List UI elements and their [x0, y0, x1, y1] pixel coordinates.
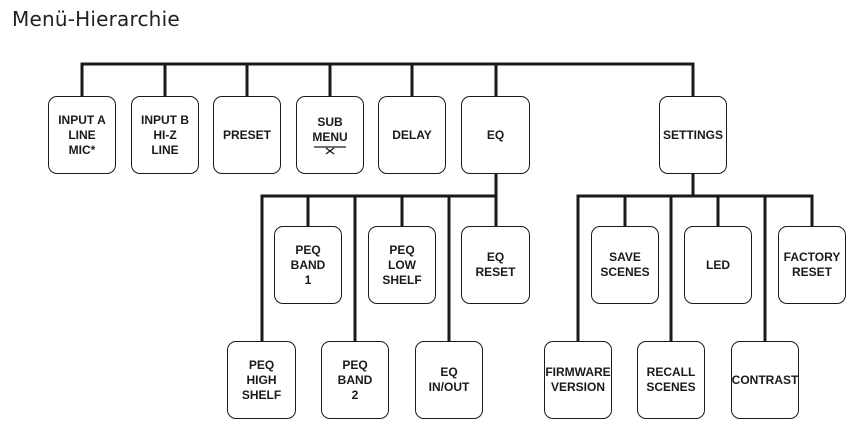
node-label-line: FACTORY [783, 250, 841, 264]
node-label-line: EQ [486, 127, 505, 142]
node-label-line: LINE [68, 127, 96, 142]
menu-node-input-a[interactable]: INPUT A LINE MIC* [48, 96, 116, 174]
menu-node-input-b[interactable]: INPUT B HI-Z LINE [131, 96, 199, 174]
page-title: Menü-Hierarchie [12, 7, 180, 31]
node-label-line: DELAY [392, 127, 432, 142]
node-label-line: RESET [791, 265, 832, 279]
node-label-line: VERSION [550, 380, 605, 394]
node-label-line: SHELF [241, 387, 282, 402]
menu-node-eq[interactable]: EQ [461, 96, 530, 174]
menu-node-contrast[interactable]: CONTRAST [731, 341, 799, 419]
node-label-line: SETTINGS [662, 127, 723, 142]
node-label-line: BAND [337, 372, 373, 387]
node-label-line: SUB [317, 115, 343, 129]
node-label-line: CONTRAST [731, 372, 799, 387]
node-label-line: SCENES [600, 265, 650, 279]
menu-node-eq-reset[interactable]: EQ RESET [461, 226, 530, 304]
menu-node-sub-menu[interactable]: SUB MENU [296, 96, 364, 174]
node-label-line: HI-Z [153, 127, 177, 142]
menu-node-peq-band-1[interactable]: PEQ BAND 1 [274, 226, 342, 304]
node-label-line: PEQ [389, 242, 415, 257]
node-label-line: MENU [312, 130, 348, 144]
node-label-line: 1 [304, 272, 312, 287]
menu-node-led[interactable]: LED [684, 226, 752, 304]
node-label-line: LINE [151, 142, 179, 157]
node-label-line: LED [706, 257, 730, 272]
node-label-line: PEQ [248, 357, 275, 372]
node-label-line: FIRMWARE [545, 365, 611, 379]
node-label-line: SHELF [382, 272, 422, 287]
node-label-line: IN/OUT [428, 380, 470, 394]
menu-node-peq-band-2[interactable]: PEQ BAND 2 [321, 341, 389, 419]
node-label-line: PRESET [222, 127, 271, 142]
menu-node-save-scenes[interactable]: SAVE SCENES [591, 226, 659, 304]
node-label-line: 2 [351, 387, 359, 402]
node-label-line: MIC* [68, 142, 96, 157]
node-label-line: BAND [290, 257, 326, 272]
menu-node-recall-scenes[interactable]: RECALL SCENES [637, 341, 705, 419]
menu-node-preset[interactable]: PRESET [213, 96, 281, 174]
node-label-line: EQ [486, 250, 505, 264]
node-label-line: INPUT B [141, 112, 189, 127]
menu-node-firmware-version[interactable]: FIRMWARE VERSION [544, 341, 612, 419]
menu-node-settings[interactable]: SETTINGS [659, 96, 727, 174]
node-label-line: PEQ [295, 242, 321, 257]
menu-node-peq-low-shelf[interactable]: PEQ LOW SHELF [368, 226, 436, 304]
node-label-line: LOW [388, 257, 416, 272]
node-label-line: RESET [475, 265, 516, 279]
menu-node-delay[interactable]: DELAY [378, 96, 446, 174]
node-label-line: EQ [440, 365, 458, 379]
menu-node-peq-high-shelf[interactable]: PEQ HIGH SHELF [227, 341, 296, 419]
node-label-line: HIGH [246, 372, 277, 387]
menu-node-eq-in-out[interactable]: EQ IN/OUT [415, 341, 483, 419]
return-arrow-icon [314, 146, 346, 155]
node-label-line: RECALL [646, 365, 696, 379]
node-label-line: SCENES [646, 380, 696, 394]
node-label-line: PEQ [342, 357, 368, 372]
menu-node-factory-reset[interactable]: FACTORY RESET [778, 226, 846, 304]
node-label-line: INPUT A [58, 112, 106, 127]
node-label-line: SAVE [609, 250, 641, 264]
